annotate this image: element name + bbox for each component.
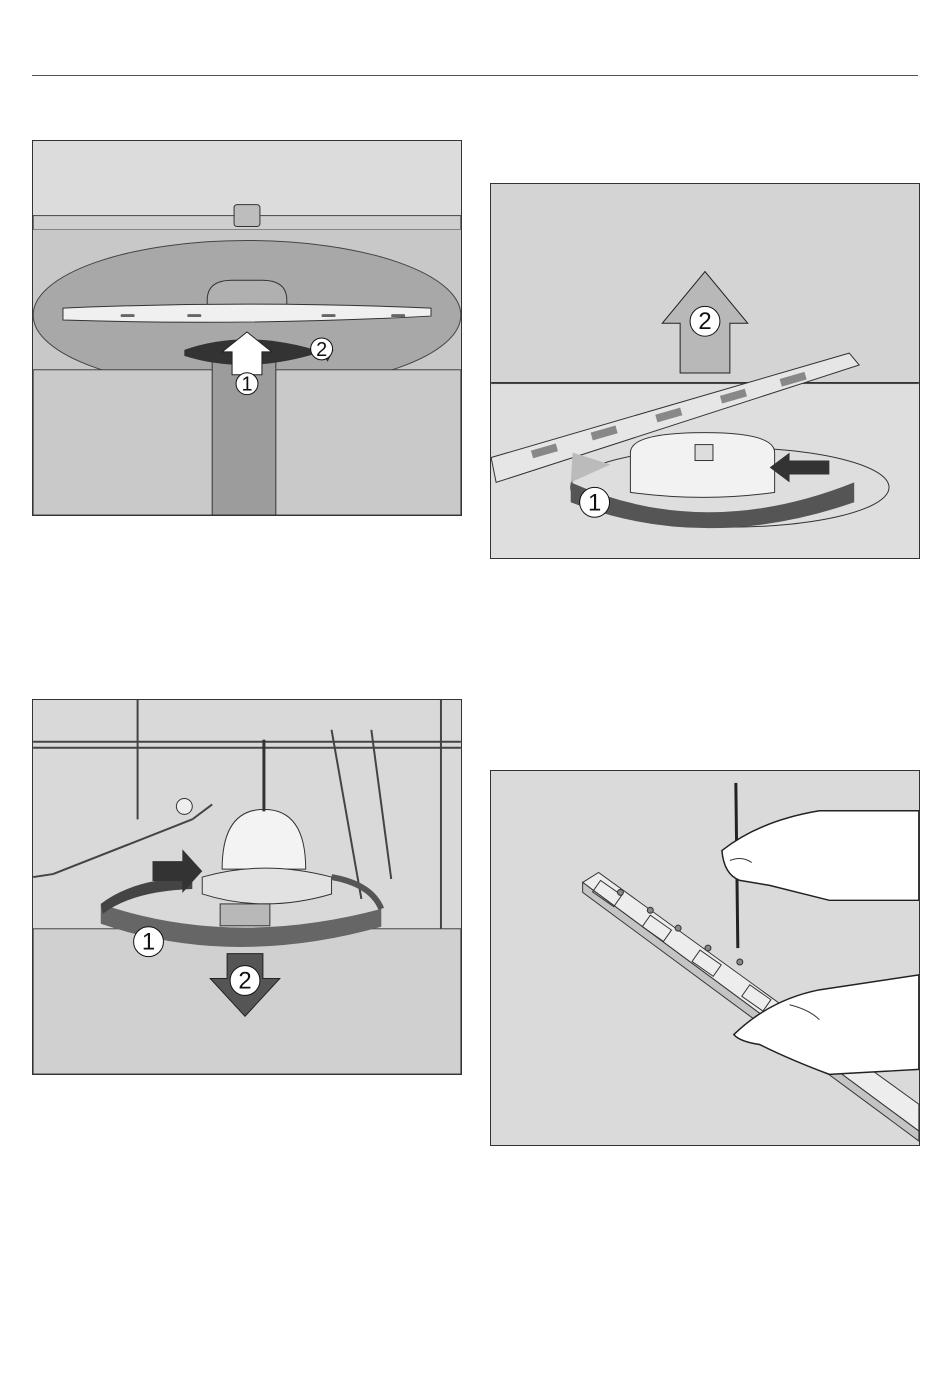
step-1-label: 1 bbox=[142, 929, 155, 956]
figure-cleaning-nozzles bbox=[490, 770, 920, 1146]
step-2-label: 2 bbox=[238, 967, 251, 994]
figure-upper-spray-arm: 2 1 bbox=[32, 140, 462, 516]
header-rule bbox=[32, 75, 918, 76]
upper-spray-arm-illustration: 2 1 bbox=[33, 141, 461, 515]
figure-lower-spray-arm: 1 2 bbox=[32, 699, 462, 1075]
lower-spray-arm-illustration: 1 2 bbox=[33, 700, 461, 1074]
step-2-label: 2 bbox=[698, 308, 711, 335]
step-2-label: 2 bbox=[316, 339, 327, 361]
middle-spray-arm-illustration: 2 1 bbox=[491, 184, 919, 558]
step-1-label: 1 bbox=[588, 489, 601, 516]
step-1-label: 1 bbox=[241, 374, 252, 396]
cleaning-nozzles-illustration bbox=[491, 771, 919, 1145]
figure-middle-spray-arm: 2 1 bbox=[490, 183, 920, 559]
